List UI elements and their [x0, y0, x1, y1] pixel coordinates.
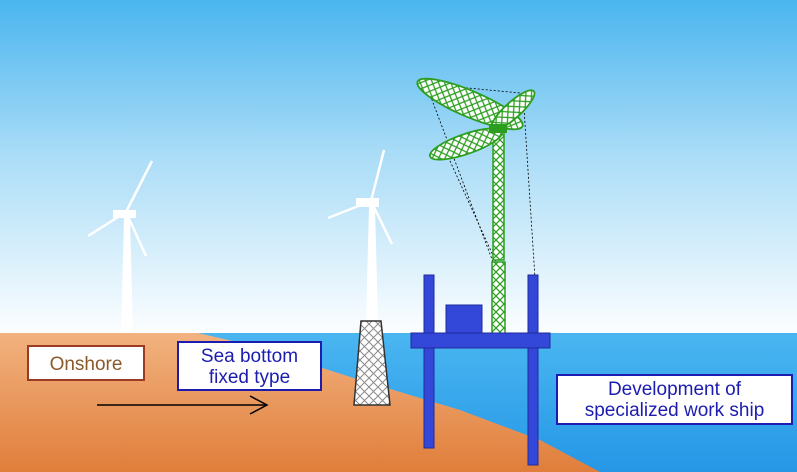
progress-arrow	[97, 395, 269, 415]
green-turbine-under-installation	[416, 77, 536, 335]
work-ship-label: Development of specialized work ship	[556, 374, 793, 425]
sea-bottom-text-line2: fixed type	[208, 367, 291, 388]
work-ship-text-line2: specialized work ship	[584, 400, 765, 421]
sea-bottom-fixed-label: Sea bottom fixed type	[177, 341, 322, 391]
onshore-text: Onshore	[49, 354, 123, 375]
onshore-turbine	[87, 160, 154, 333]
sea-bottom-turbine	[327, 149, 394, 323]
onshore-label: Onshore	[27, 345, 145, 381]
work-ship-text-line1: Development of	[607, 379, 742, 400]
sky	[0, 0, 797, 340]
sea-bottom-text-line1: Sea bottom	[200, 346, 299, 367]
land	[0, 333, 600, 472]
work-ship	[410, 274, 551, 466]
lattice-foundation	[353, 320, 391, 406]
